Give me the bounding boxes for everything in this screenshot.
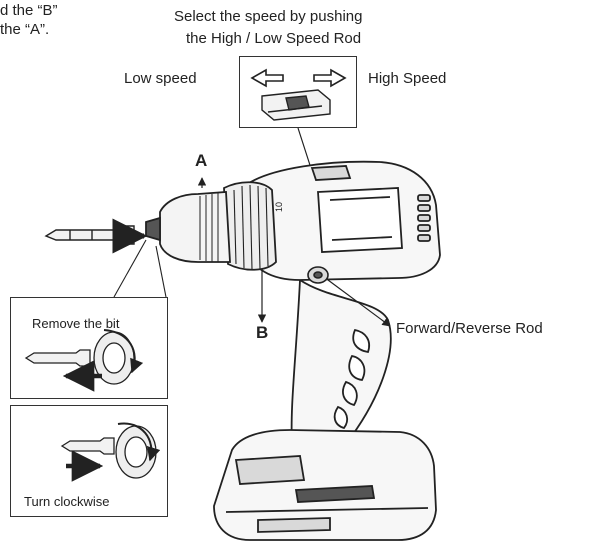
battery-pack xyxy=(213,429,437,541)
speed-switch-icon xyxy=(261,89,331,121)
instruction-line-2: the “A”. xyxy=(0,21,50,38)
low-speed-label: Low speed xyxy=(124,70,197,87)
high-speed-label: High Speed xyxy=(368,70,447,87)
torque-collar: 10 xyxy=(223,181,284,271)
turn-clockwise-illustration xyxy=(60,422,161,482)
remove-bit-illustration xyxy=(24,329,144,392)
marker-b: B xyxy=(256,323,269,342)
forward-reverse-label: Forward/Reverse Rod xyxy=(396,320,543,337)
screwdriver-bit xyxy=(44,225,135,245)
speed-selector-title-2: the High / Low Speed Rod xyxy=(186,30,362,47)
inset-leader-left xyxy=(113,239,147,298)
svg-text:10: 10 xyxy=(274,202,284,212)
drill-housing xyxy=(245,160,441,281)
marker-a: A xyxy=(195,151,208,170)
remove-bit-label: Remove the bit xyxy=(32,316,120,331)
turn-clockwise-label: Turn clockwise xyxy=(24,494,110,509)
speed-selector-title-1: Select the speed by pushing xyxy=(174,8,363,25)
inset-leader-right xyxy=(155,245,167,298)
speed-direction-arrows xyxy=(250,68,347,88)
instruction-line-1: d the “B” xyxy=(0,2,58,19)
drill-chuck xyxy=(145,191,231,263)
forward-reverse-leader xyxy=(327,279,391,327)
forward-reverse-rod xyxy=(307,266,329,284)
drill-handle xyxy=(290,278,392,446)
